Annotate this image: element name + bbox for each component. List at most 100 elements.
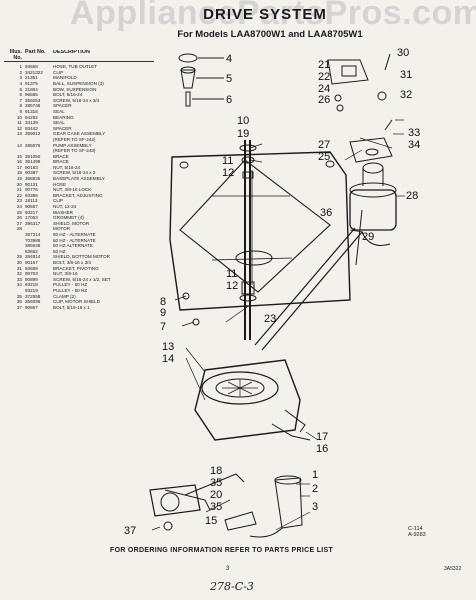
parts-table-cell-part: 285746 <box>25 103 41 109</box>
figure-code-bottom: A-9283 <box>408 532 426 538</box>
baseplate-assembly <box>169 151 351 311</box>
parts-table-cell-ref: 25 <box>16 209 22 215</box>
callout-26: 26 <box>318 94 330 106</box>
page-number: 3 <box>226 566 230 572</box>
parts-table-row: 385948 50 HZ ALTERNATE <box>4 243 154 249</box>
parts-table-cell-ref: 8 <box>19 103 22 109</box>
parts-table-cell-ref: 23 <box>16 198 22 204</box>
parts-table-cell-ref: 31 <box>16 265 22 271</box>
page-subtitle: For Models LAA8700W1 and LAA8705W1 <box>177 29 363 40</box>
parts-table-cell-desc: SCREW, 5/16-24 x 2 <box>53 170 96 176</box>
parts-table-cell-ref: 26 <box>16 215 22 221</box>
parts-table-cell-part: 93386 <box>25 192 38 198</box>
parts-table-cell-part: 83652 <box>25 248 38 254</box>
parts-table-cell-ref: 33 <box>16 276 22 282</box>
parts-table-cell-part: 95703 <box>25 271 38 277</box>
header-desc: DESCRIPTION <box>53 50 90 55</box>
parts-table-cell-part: 93217 <box>25 209 38 215</box>
bolt-part <box>185 91 191 107</box>
callout-11-lower: 11 <box>226 268 237 280</box>
parts-table-cell-part: 21351 <box>25 75 38 81</box>
parts-table-cell-desc: NUT, 12-24 <box>53 204 77 210</box>
parts-table-cell-desc: WASHER <box>53 209 73 215</box>
parts-table-cell-part: 90183 <box>25 164 38 170</box>
parts-table-cell-part: 90131 <box>25 181 38 187</box>
callout-34: 34 <box>408 139 420 151</box>
parts-table-cell-ref: 2 <box>19 69 22 75</box>
parts-table-cell-desc: BOLT, 5/16-24 <box>53 92 83 98</box>
callout-18: 18 <box>210 465 222 477</box>
page-title: DRIVE SYSTEM <box>203 6 327 23</box>
parts-table-cell-part: 385948 <box>25 243 41 249</box>
parts-table-cell-desc: 60 HZ - ALTERNATE <box>53 232 96 237</box>
parts-table-cell-part: 94292 <box>25 114 38 120</box>
parts-table-cell-ref: 7 <box>19 97 22 103</box>
parts-table-cell-desc: BEARING <box>53 114 74 120</box>
parts-table-cell-desc: (REFER TO SF-243) <box>53 148 96 154</box>
motor-part <box>349 189 397 231</box>
callout-27: 27 <box>318 139 330 151</box>
handwritten-mark: 278-C-3 <box>210 580 254 593</box>
callout-6: 6 <box>226 94 232 106</box>
callout-32: 32 <box>400 89 412 101</box>
callout-29: 29 <box>362 231 374 243</box>
parts-table-cell-desc: GROMMET (4) <box>53 215 84 221</box>
parts-table-cell-desc: 50 HZ ALTERNATE <box>53 243 93 249</box>
parts-table-cell-ref: 5 <box>19 86 22 92</box>
parts-table-cell-ref: 18 <box>16 170 22 176</box>
parts-table-cell-desc: BOLT, 3/8-16 x 3/4 <box>53 259 91 265</box>
pump-assembly <box>149 484 201 517</box>
callout-23: 23 <box>264 313 276 325</box>
parts-table-cell-desc: MANIFOLD <box>53 75 77 81</box>
callout-3: 3 <box>312 501 318 513</box>
parts-table-cell-desc: 60 HZ - ALTERNATE <box>53 237 96 243</box>
parts-table-row: 703986 60 HZ - ALTERNATE <box>4 238 154 244</box>
callout-36: 36 <box>320 207 332 219</box>
hose-part <box>224 511 257 531</box>
parts-table-cell-part: 90899 <box>25 276 38 282</box>
parts-table-cell-desc: SHIELD, BOTTOM MOTOR <box>53 254 111 260</box>
callout-37: 37 <box>124 525 136 537</box>
adjusting-bracket-part <box>327 59 369 85</box>
parts-table-cell-part: 21864 <box>25 86 38 92</box>
callout-31: 31 <box>400 69 412 81</box>
seal-part <box>239 144 257 152</box>
parts-table-cell-part: 93689 <box>25 265 38 271</box>
callout-17: 17 <box>316 431 328 443</box>
figure-code: C-114 A-9283 <box>408 526 426 538</box>
parts-table-cell-ref: 27 <box>16 220 22 226</box>
parts-table-cell-desc: HOSE, TUB OUTLET <box>53 64 98 70</box>
callout-8: 8 <box>160 296 166 308</box>
parts-table-cell-ref: 35 <box>16 293 22 299</box>
suspension-bow-part <box>180 69 196 89</box>
parts-table-cell-desc: BASEPLATE ASSEMBLY <box>53 176 105 182</box>
parts-table-cell-desc: SEAL <box>53 108 65 114</box>
callout-28: 28 <box>406 190 418 202</box>
parts-table-cell-desc: BOLT, 5/16-18 x 1 <box>53 304 90 310</box>
parts-table-cell-part: 703986 <box>25 237 41 243</box>
motor-shield-part <box>349 137 393 163</box>
callout-15: 15 <box>205 515 217 527</box>
parts-table-cell-part: 34139 <box>25 120 38 126</box>
parts-table-cell-part: 93218 <box>25 282 38 288</box>
header-ref: Illus. No. <box>9 49 22 61</box>
callout-16: 16 <box>316 443 328 455</box>
callout-12-lower: 12 <box>226 280 238 292</box>
parts-table-cell-desc: BRACKET, PIVOTING <box>53 265 99 271</box>
